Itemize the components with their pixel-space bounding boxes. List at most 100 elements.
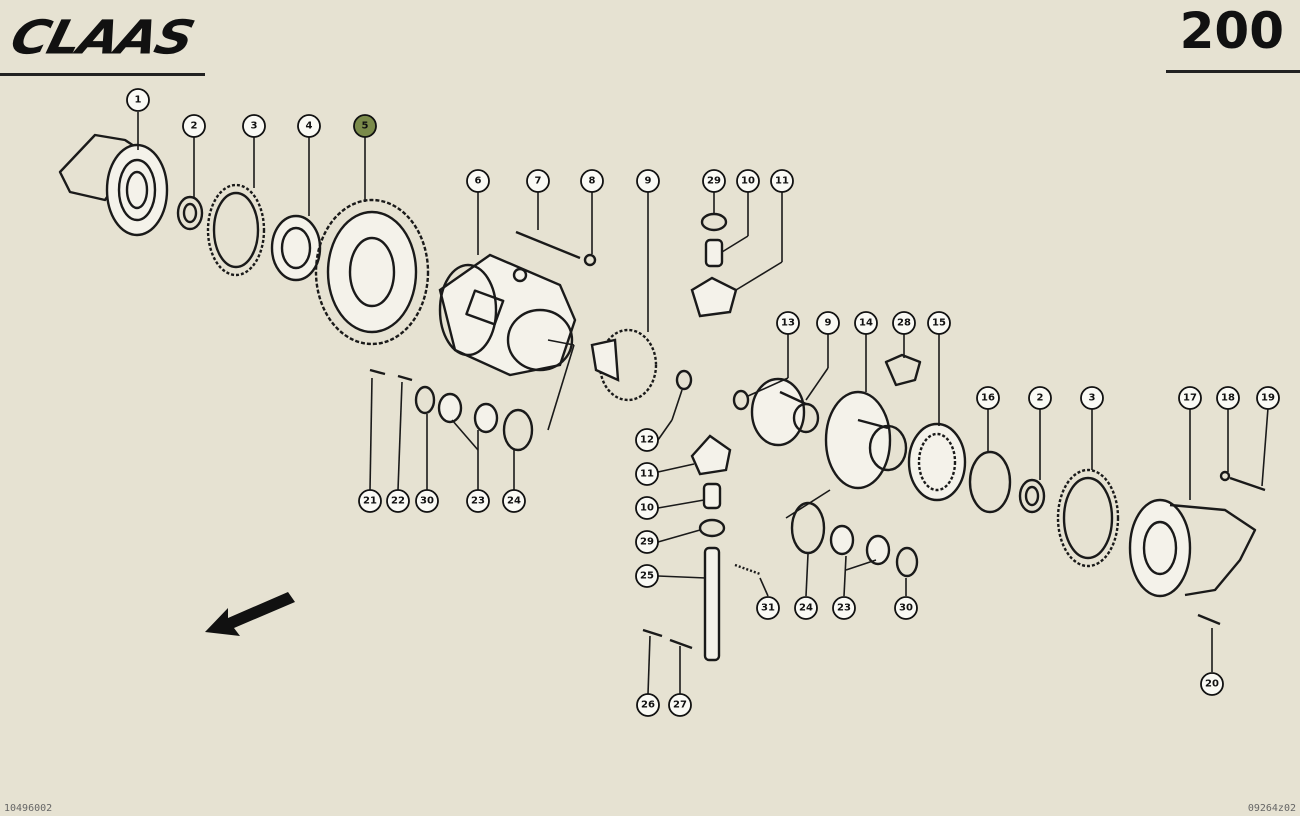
callout-6: 6 — [466, 169, 490, 193]
callout-12: 12 — [635, 428, 659, 452]
pinion-11-lower — [690, 434, 732, 476]
bearing-4 — [270, 214, 322, 282]
header-rule-right — [1166, 70, 1300, 73]
svg-text:30: 30 — [899, 603, 913, 614]
callout-23-left: 23 — [466, 489, 490, 513]
svg-text:26: 26 — [641, 700, 655, 711]
callout-16: 16 — [976, 386, 1000, 410]
svg-text:1: 1 — [135, 95, 142, 106]
svg-text:20: 20 — [1205, 679, 1219, 690]
drawing-code-right: 09264z02 — [1247, 803, 1296, 814]
callout-24-right: 24 — [794, 596, 818, 620]
callout-11-top: 11 — [770, 169, 794, 193]
spring-pin-22 — [397, 374, 413, 382]
ring-12 — [675, 369, 693, 391]
bushing-23-left — [437, 392, 499, 434]
callout-26: 26 — [636, 693, 660, 717]
callout-5: 5 — [353, 114, 377, 138]
bushing-23-right — [829, 524, 891, 566]
ring-30-left — [414, 385, 436, 415]
svg-text:19: 19 — [1261, 393, 1275, 404]
washer-29-lower — [698, 518, 726, 538]
nut-8 — [583, 253, 597, 267]
flange-housing-left — [58, 133, 169, 237]
arrow-down-left-icon — [205, 592, 295, 636]
spring-pin-31 — [734, 563, 761, 576]
svg-text:24: 24 — [507, 496, 521, 507]
callout-7: 7 — [526, 169, 550, 193]
svg-text:24: 24 — [799, 603, 813, 614]
bushing-10-top — [704, 238, 724, 268]
bolt-20 — [1197, 613, 1221, 626]
gasket-3-right — [1056, 468, 1120, 568]
svg-text:21: 21 — [363, 496, 377, 507]
ring-30-right — [895, 546, 919, 578]
svg-text:5: 5 — [362, 121, 369, 132]
callout-21: 21 — [358, 489, 382, 513]
svg-text:31: 31 — [761, 603, 775, 614]
callout-27: 27 — [668, 693, 692, 717]
callout-20: 20 — [1200, 672, 1224, 696]
page-number: 200 — [1179, 2, 1284, 60]
hub-14 — [824, 390, 908, 490]
callout-1: 1 — [126, 88, 150, 112]
svg-text:29: 29 — [640, 537, 654, 548]
callout-17: 17 — [1178, 386, 1202, 410]
svg-text:27: 27 — [673, 700, 687, 711]
svg-text:18: 18 — [1221, 393, 1235, 404]
svg-text:10: 10 — [741, 176, 755, 187]
callout-10-top: 10 — [736, 169, 760, 193]
gasket-3-left — [206, 183, 266, 277]
callout-30-left: 30 — [415, 489, 439, 513]
callout-25: 25 — [635, 564, 659, 588]
svg-text:23: 23 — [837, 603, 851, 614]
drawing-code-left: 10496002 — [4, 803, 53, 814]
bearing-15 — [907, 422, 967, 502]
callout-8: 8 — [580, 169, 604, 193]
svg-text:9: 9 — [825, 318, 832, 329]
svg-text:30: 30 — [420, 496, 434, 507]
svg-text:10: 10 — [640, 503, 654, 514]
spring-pin-21 — [369, 368, 386, 376]
bushing-10-lower — [702, 482, 722, 510]
leader-lines — [137, 112, 1269, 695]
svg-text:22: 22 — [391, 496, 405, 507]
callout-19: 19 — [1256, 386, 1280, 410]
washer-18 — [1219, 470, 1231, 482]
pin-7 — [515, 230, 581, 260]
side-gear-9-right — [750, 377, 820, 447]
flange-housing-right — [1128, 498, 1257, 598]
svg-text:8: 8 — [589, 176, 596, 187]
callout-2-right: 2 — [1028, 386, 1052, 410]
svg-text:17: 17 — [1183, 393, 1197, 404]
pin-27 — [669, 638, 693, 650]
ring-16 — [968, 450, 1012, 514]
ring-24-right — [790, 501, 826, 555]
svg-text:2: 2 — [191, 121, 198, 132]
callout-3-right: 3 — [1080, 386, 1104, 410]
ring-gear-5 — [314, 198, 430, 346]
callout-4: 4 — [297, 114, 321, 138]
callout-9-right: 9 — [816, 311, 840, 335]
svg-text:15: 15 — [932, 318, 946, 329]
svg-text:9: 9 — [645, 176, 652, 187]
bevel-gear-9 — [590, 328, 658, 402]
svg-text:3: 3 — [1089, 393, 1096, 404]
header-rule-left — [0, 73, 205, 76]
callout-23-right: 23 — [832, 596, 856, 620]
washer-29-top — [700, 212, 728, 232]
svg-text:2: 2 — [1037, 393, 1044, 404]
svg-text:13: 13 — [781, 318, 795, 329]
callout-22: 22 — [386, 489, 410, 513]
svg-text:29: 29 — [707, 176, 721, 187]
svg-text:23: 23 — [471, 496, 485, 507]
svg-text:4: 4 — [306, 121, 313, 132]
svg-text:28: 28 — [897, 318, 911, 329]
callout-11-lower: 11 — [635, 462, 659, 486]
callout-14: 14 — [854, 311, 878, 335]
callout-9-top: 9 — [636, 169, 660, 193]
svg-text:11: 11 — [640, 469, 654, 480]
callout-30-right: 30 — [894, 596, 918, 620]
